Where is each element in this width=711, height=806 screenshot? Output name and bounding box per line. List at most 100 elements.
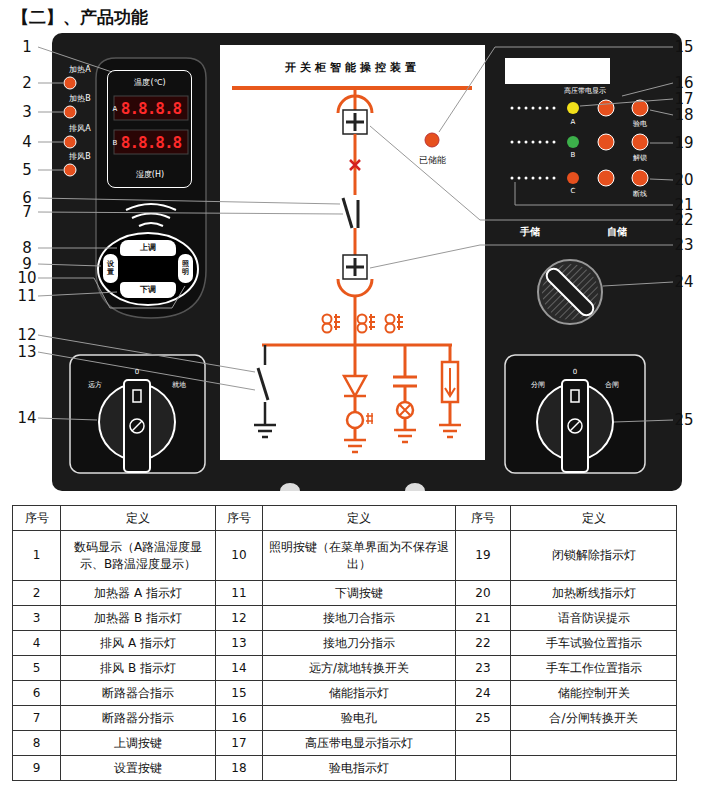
table-cell: 6 — [13, 681, 61, 706]
table-cell: 10 — [216, 531, 263, 581]
table-cell: 断路器合指示 — [61, 681, 216, 706]
callout-number: 10 — [17, 271, 36, 286]
callout-number: 17 — [674, 92, 693, 107]
button-ring — [98, 233, 198, 305]
table-cell: 下调按键 — [263, 581, 456, 606]
panel-label: 0 — [573, 369, 577, 376]
callout-number: 20 — [674, 173, 693, 188]
socket-dot — [518, 107, 521, 110]
socket-dot — [553, 107, 556, 110]
digit-window — [114, 96, 188, 120]
callout-number: 22 — [674, 213, 693, 228]
up-button: 上调 — [120, 240, 176, 256]
display-box: 温度(℃)A8.8.8.8B8.8.8.8湿度(H) — [107, 70, 192, 188]
callout-number: 11 — [17, 289, 36, 304]
node-text: 8.8.8.8 — [121, 101, 181, 117]
node-text: 设置 — [107, 261, 114, 276]
indicator-label: 排风A — [69, 125, 90, 133]
node-text: 照明 — [182, 261, 189, 276]
down-button: 下调 — [120, 282, 176, 298]
table-cell: 排风 A 指示灯 — [61, 631, 216, 656]
table-cell: 17 — [216, 731, 263, 756]
socket-dot — [532, 141, 535, 144]
table-cell: 2 — [13, 581, 61, 606]
callout-number: 14 — [17, 411, 36, 426]
open-close-switch — [505, 355, 645, 473]
socket-dots — [511, 107, 556, 180]
table-cell: 验电孔 — [263, 706, 456, 731]
panel-label: 已储能 — [419, 156, 446, 165]
callout-number: 5 — [22, 163, 32, 178]
socket-dot — [546, 107, 549, 110]
phase-lamp — [567, 172, 579, 184]
table-cell: 21 — [456, 606, 511, 631]
table-cell: 3 — [13, 606, 61, 631]
indicator-label: 加热B — [69, 95, 91, 103]
socket-dot — [546, 141, 549, 144]
charged-lamp — [425, 133, 439, 147]
callout-number: 18 — [674, 108, 693, 123]
table-cell: 12 — [216, 606, 263, 631]
table-header: 序号 — [13, 506, 61, 531]
table-cell: 数码显示（A路温湿度显示、B路温湿度显示） — [61, 531, 216, 581]
callout-number: 6 — [22, 191, 32, 206]
table-cell: 高压带电显示指示灯 — [263, 731, 456, 756]
panel-label: 远方 — [88, 382, 102, 389]
remote-local-switch — [70, 355, 205, 473]
socket-dot — [525, 177, 528, 180]
node-text: 下调 — [140, 286, 156, 294]
panel-label: 手储 — [520, 227, 540, 237]
socket-dot — [518, 141, 521, 144]
node-text: 温度(℃) — [134, 79, 165, 87]
socket-dot — [539, 107, 542, 110]
table-cell: 11 — [216, 581, 263, 606]
table-header: 序号 — [456, 506, 511, 531]
node-text: 湿度(H) — [136, 171, 164, 179]
panel-label: 解锁 — [633, 155, 647, 162]
socket-dot — [539, 177, 542, 180]
node-text: B — [113, 140, 118, 147]
callout-number: 9 — [22, 257, 32, 272]
callout-number: 16 — [674, 76, 693, 91]
callout-number: 2 — [22, 76, 32, 91]
panel-label: 0 — [135, 369, 139, 376]
table-cell: 上调按键 — [61, 731, 216, 756]
table-cell: 闭锁解除指示灯 — [511, 531, 677, 581]
table-cell: 9 — [13, 756, 61, 781]
panel-label: 分闸 — [531, 382, 545, 389]
table-cell: 13 — [216, 631, 263, 656]
callout-number: 24 — [674, 275, 693, 290]
phase-lamp — [567, 102, 579, 114]
socket-dot — [511, 107, 514, 110]
panel-label: 断线 — [633, 191, 647, 198]
callout-number: 13 — [17, 345, 36, 360]
panel-label: B — [571, 152, 576, 159]
table-cell: 22 — [456, 631, 511, 656]
table-empty-cell — [456, 731, 511, 756]
table-cell: 语音防误提示 — [511, 606, 677, 631]
table-cell: 16 — [216, 706, 263, 731]
callout-number: 4 — [22, 135, 32, 150]
panel-label: 验电 — [633, 121, 647, 128]
socket-dot — [532, 107, 535, 110]
callout-number: 7 — [22, 205, 32, 220]
single-line-diagram — [232, 88, 472, 452]
callout-number: 1 — [22, 40, 32, 55]
table-cell: 5 — [13, 656, 61, 681]
socket-dot — [553, 141, 556, 144]
table-cell: 20 — [456, 581, 511, 606]
table-cell: 加热断线指示灯 — [511, 581, 677, 606]
table-cell: 手车试验位置指示 — [511, 631, 677, 656]
table-header: 序号 — [216, 506, 263, 531]
callout-number: 25 — [674, 413, 693, 428]
phase-lamp — [567, 136, 579, 148]
speaker-arcs — [126, 204, 176, 226]
socket-dot — [525, 107, 528, 110]
table-cell: 验电指示灯 — [263, 756, 456, 781]
light-button: 照明 — [178, 254, 193, 283]
socket-dot — [525, 141, 528, 144]
page-title: 【二】、产品功能 — [12, 6, 148, 29]
socket-dot — [518, 177, 521, 180]
table-cell: 25 — [456, 706, 511, 731]
indicator-label: 排风B — [69, 153, 91, 161]
